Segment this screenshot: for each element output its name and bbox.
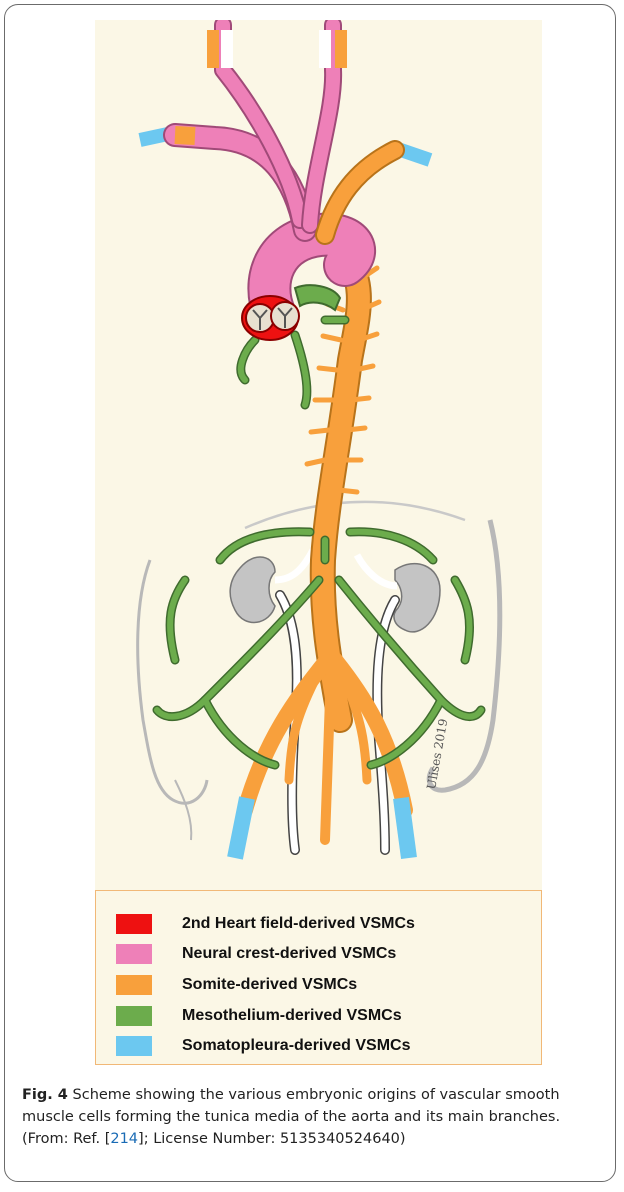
legend-item-somite: Somite-derived VSMCs xyxy=(96,975,541,999)
figure-caption: Fig. 4 Scheme showing the various embryo… xyxy=(22,1084,606,1150)
kidney-left xyxy=(230,557,275,623)
aorta-illustration: Ulises 2019 xyxy=(95,20,542,890)
legend-item-mesothelium: Mesothelium-derived VSMCs xyxy=(96,1006,541,1030)
legend-swatch xyxy=(116,975,152,995)
mesothelium-aortic-arch xyxy=(295,285,340,310)
diaphragm-arc xyxy=(245,502,465,528)
aorta-scheme-svg: Ulises 2019 xyxy=(95,20,542,890)
legend-item-2nd-heart-field: 2nd Heart field-derived VSMCs xyxy=(96,914,541,938)
figure-label: Fig. 4 xyxy=(22,1087,68,1103)
legend-swatch xyxy=(116,944,152,964)
legend-label: Somite-derived VSMCs xyxy=(182,976,357,994)
legend-swatch xyxy=(116,1006,152,1026)
legend-swatch xyxy=(116,1036,152,1056)
legend: 2nd Heart field-derived VSMCs Neural cre… xyxy=(95,890,542,1065)
legend-swatch xyxy=(116,914,152,934)
caption-text-end: ]; License Number: 5135340524640) xyxy=(138,1131,406,1147)
reference-link[interactable]: 214 xyxy=(110,1131,138,1147)
legend-item-neural-crest: Neural crest-derived VSMCs xyxy=(96,944,541,968)
kidney-right xyxy=(394,564,440,632)
aortic-root xyxy=(242,296,299,340)
legend-item-somatopleura: Somatopleura-derived VSMCs xyxy=(96,1036,541,1060)
legend-label: Mesothelium-derived VSMCs xyxy=(182,1007,402,1025)
legend-label: 2nd Heart field-derived VSMCs xyxy=(182,915,415,933)
legend-label: Somatopleura-derived VSMCs xyxy=(182,1037,411,1055)
legend-label: Neural crest-derived VSMCs xyxy=(182,945,396,963)
